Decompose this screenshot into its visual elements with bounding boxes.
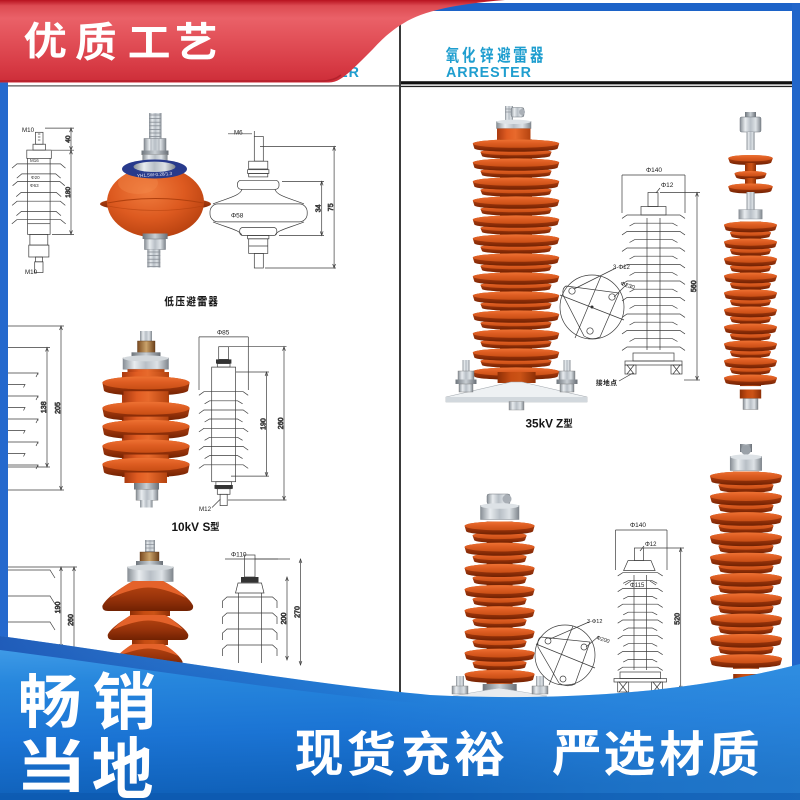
svg-text:10kV: 10kV [172, 520, 200, 534]
svg-text:YH1.5W-0.28/1.3: YH1.5W-0.28/1.3 [137, 171, 173, 178]
svg-text:520: 520 [675, 613, 682, 625]
svg-text:180: 180 [65, 186, 72, 197]
svg-text:40: 40 [65, 135, 72, 143]
svg-text:Φ12: Φ12 [645, 542, 657, 548]
svg-text:Φ58: Φ58 [231, 213, 244, 220]
svg-text:Φ230: Φ230 [619, 281, 636, 291]
svg-text:Φ200: Φ200 [595, 635, 610, 645]
svg-text:75: 75 [328, 203, 335, 211]
svg-text:260: 260 [68, 614, 75, 626]
svg-text:Φ85: Φ85 [217, 330, 230, 337]
svg-text:190: 190 [55, 602, 62, 614]
svg-text:35kV: 35kV [526, 417, 554, 431]
svg-text:138: 138 [41, 401, 48, 413]
svg-text:M10: M10 [25, 269, 38, 276]
svg-text:Φ20: Φ20 [31, 175, 40, 180]
svg-text:3-Φ12: 3-Φ12 [613, 265, 630, 271]
svg-text:Φ110: Φ110 [231, 552, 247, 559]
svg-text:M12: M12 [199, 506, 212, 513]
svg-text:Φ140: Φ140 [630, 522, 646, 529]
svg-text:205: 205 [55, 402, 62, 414]
svg-text:Φ63: Φ63 [30, 183, 39, 188]
svg-text:ARRESTER: ARRESTER [446, 65, 532, 81]
svg-text:270: 270 [294, 606, 301, 618]
svg-text:M16: M16 [30, 158, 39, 163]
svg-text:Φ12: Φ12 [661, 182, 674, 189]
svg-text:Φ140: Φ140 [646, 167, 662, 174]
svg-text:3-Φ12: 3-Φ12 [587, 619, 602, 625]
svg-text:Φ115: Φ115 [630, 583, 645, 589]
svg-text:M10: M10 [22, 127, 35, 134]
svg-text:200: 200 [281, 613, 288, 625]
svg-text:260: 260 [278, 417, 285, 429]
svg-text:Z: Z [556, 417, 563, 431]
svg-text:M6: M6 [234, 130, 243, 137]
svg-text:34: 34 [316, 204, 323, 212]
svg-text:190: 190 [260, 418, 267, 430]
svg-text:560: 560 [691, 280, 698, 292]
svg-text:S: S [203, 520, 211, 534]
